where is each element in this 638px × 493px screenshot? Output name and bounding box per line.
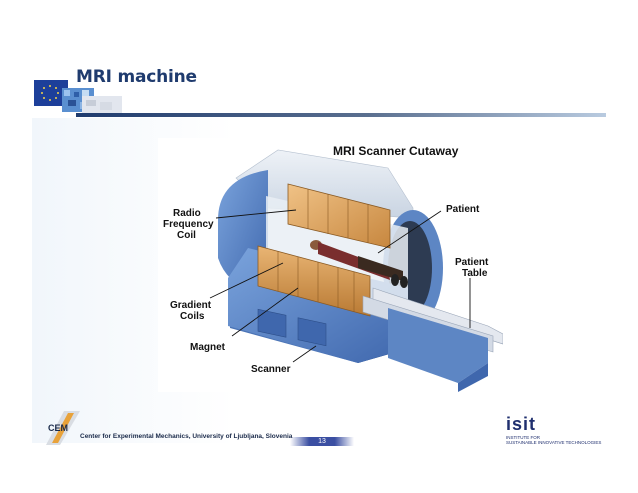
isit-tag-line-2: SUSTAINABLE INNOVATIVE TECHNOLOGIES xyxy=(506,440,602,445)
page-number: 13 xyxy=(318,438,326,445)
label-gradient-2: Coils xyxy=(180,311,205,322)
cem-logo-text: CEM xyxy=(48,423,68,433)
label-radio-2: Frequency xyxy=(163,219,214,230)
label-magnet: Magnet xyxy=(190,342,226,353)
cem-logo: CEM xyxy=(46,411,80,445)
page-title: MRI machine xyxy=(76,67,197,87)
isit-logo-word: isit xyxy=(506,414,537,434)
label-table-2: Table xyxy=(462,268,488,279)
isit-logo-tagline: INSTITUTE FOR SUSTAINABLE INNOVATIVE TEC… xyxy=(506,435,616,445)
label-scanner: Scanner xyxy=(251,364,291,375)
label-radio-1: Radio xyxy=(173,208,201,219)
label-radio-3: Coil xyxy=(177,230,196,241)
label-gradient-1: Gradient xyxy=(170,300,212,311)
label-patient: Patient xyxy=(446,204,480,215)
label-table-1: Patient xyxy=(455,257,489,268)
isit-logo: isit INSTITUTE FOR SUSTAINABLE INNOVATIV… xyxy=(506,415,616,445)
title-rule xyxy=(76,104,606,117)
gradient-coil xyxy=(257,245,371,317)
mri-diagram: MRI Scanner Cutaway xyxy=(158,138,504,392)
patient-table-base xyxy=(388,308,488,383)
header-logo-mosaic xyxy=(34,78,124,116)
page-number-bar xyxy=(290,437,354,446)
isit-tag-line-1: INSTITUTE FOR xyxy=(506,435,540,440)
footer-institution: Center for Experimental Mechanics, Unive… xyxy=(80,433,293,440)
diagram-title: MRI Scanner Cutaway xyxy=(333,144,459,158)
